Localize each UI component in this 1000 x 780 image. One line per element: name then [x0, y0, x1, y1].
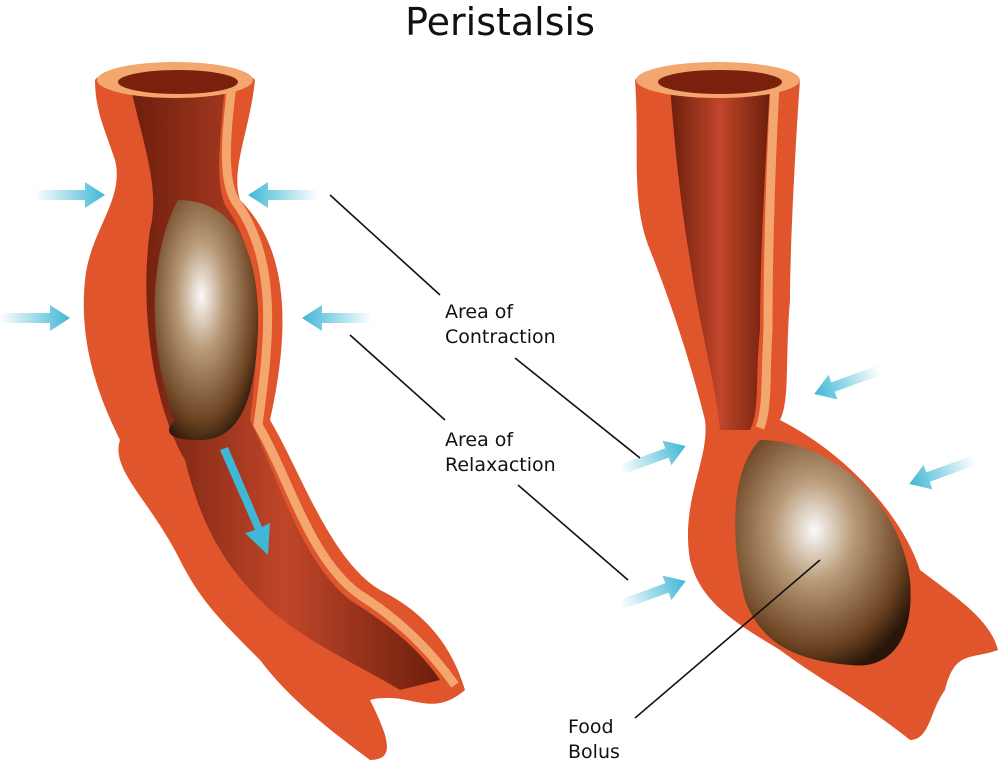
arrow-icon — [809, 357, 885, 407]
label-line: Area of — [445, 301, 514, 323]
arrow-icon — [615, 568, 691, 618]
diagram-title: Peristalsis — [405, 0, 595, 44]
arrow-icon — [0, 305, 70, 331]
label-contraction: Area of Contraction — [445, 300, 556, 350]
label-relaxation: Area of Relaxaction — [445, 428, 556, 478]
label-line: Food — [568, 716, 614, 738]
arrow-icon — [248, 182, 318, 208]
arrow-icon — [904, 447, 980, 497]
arrow-icon — [35, 182, 105, 208]
arrow-icon — [302, 305, 372, 331]
right-esophagus — [635, 62, 998, 740]
arrow-icon — [615, 433, 691, 483]
label-line: Contraction — [445, 326, 556, 348]
left-esophagus — [83, 62, 466, 760]
label-food-bolus: Food Bolus — [568, 715, 620, 765]
label-line: Area of — [445, 429, 514, 451]
label-line: Relaxaction — [445, 454, 556, 476]
label-line: Bolus — [568, 741, 620, 763]
movement-arrow — [220, 447, 270, 555]
leader-lines — [329, 194, 821, 719]
